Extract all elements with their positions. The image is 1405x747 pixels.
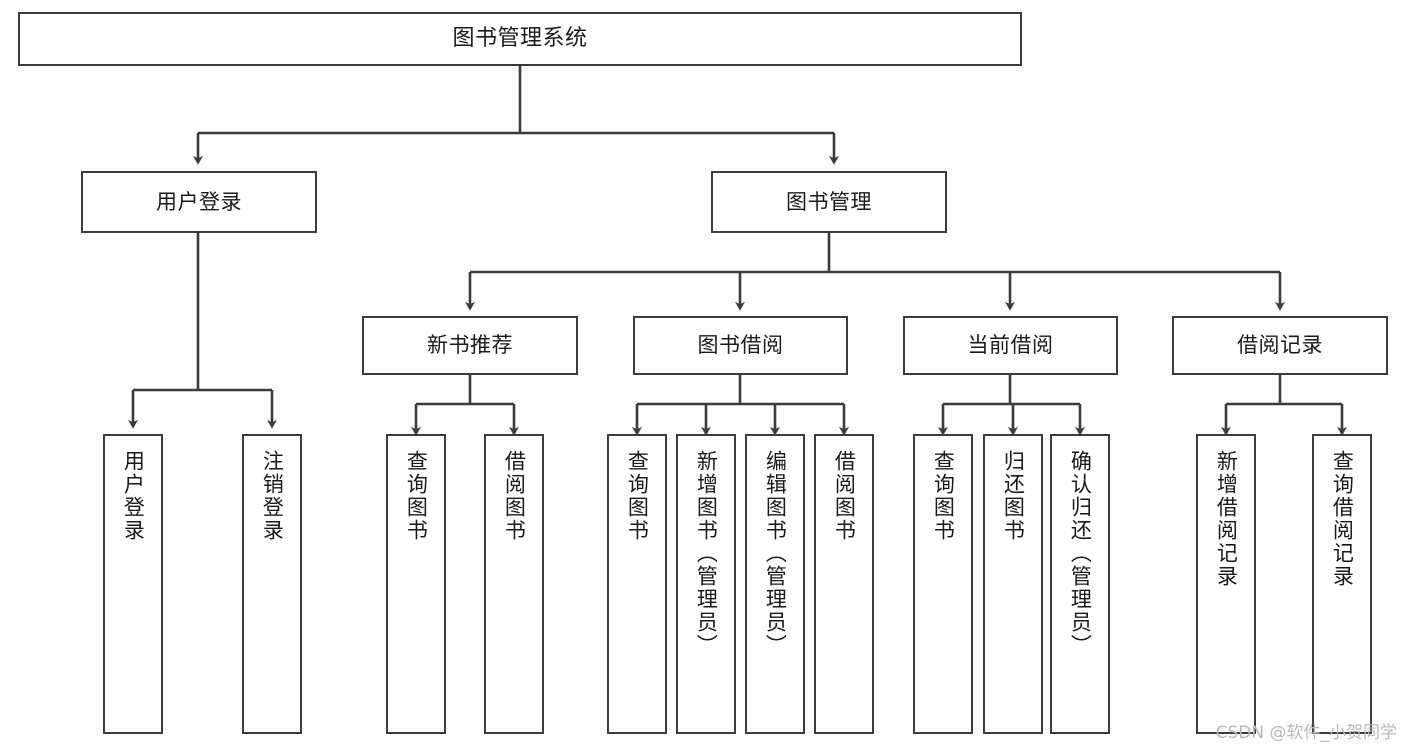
node-label: 用户登录 bbox=[121, 450, 146, 542]
node-label: 确认归还（管理员） bbox=[1068, 450, 1093, 657]
node-label: 查询图书 bbox=[931, 450, 956, 542]
leaf-logout[interactable]: 注销登录 bbox=[242, 434, 302, 734]
node-label: 新书推荐 bbox=[427, 333, 513, 358]
node-label: 注销登录 bbox=[260, 450, 285, 542]
node-user-login[interactable]: 用户登录 bbox=[81, 171, 317, 233]
leaf-record-query-borrow-record[interactable]: 查询借阅记录 bbox=[1312, 434, 1372, 734]
node-label: 用户登录 bbox=[156, 189, 242, 214]
node-current-borrow[interactable]: 当前借阅 bbox=[903, 316, 1118, 375]
node-book-management[interactable]: 图书管理 bbox=[711, 171, 947, 233]
node-label: 查询图书 bbox=[625, 450, 650, 542]
leaf-borrow-edit-book-admin[interactable]: 编辑图书（管理员） bbox=[745, 434, 805, 734]
node-label: 查询借阅记录 bbox=[1330, 450, 1355, 588]
watermark: CSDN @软件_小贺同学 bbox=[1215, 723, 1397, 743]
leaf-recommend-borrow-book[interactable]: 借阅图书 bbox=[484, 434, 544, 734]
leaf-recommend-query-book[interactable]: 查询图书 bbox=[386, 434, 446, 734]
node-root-book-management-system[interactable]: 图书管理系统 bbox=[18, 12, 1022, 66]
leaf-current-return-book[interactable]: 归还图书 bbox=[983, 434, 1043, 734]
leaf-borrow-borrow-book[interactable]: 借阅图书 bbox=[814, 434, 874, 734]
node-label: 新增图书（管理员） bbox=[694, 450, 719, 657]
node-label: 图书管理系统 bbox=[452, 26, 588, 52]
leaf-borrow-add-book-admin[interactable]: 新增图书（管理员） bbox=[676, 434, 736, 734]
node-borrow-record[interactable]: 借阅记录 bbox=[1172, 316, 1388, 375]
leaf-current-query-book[interactable]: 查询图书 bbox=[913, 434, 973, 734]
leaf-current-confirm-return-admin[interactable]: 确认归还（管理员） bbox=[1050, 434, 1110, 734]
node-label: 编辑图书（管理员） bbox=[763, 450, 788, 657]
leaf-user-login[interactable]: 用户登录 bbox=[103, 434, 163, 734]
leaf-borrow-query-book[interactable]: 查询图书 bbox=[607, 434, 667, 734]
node-label: 借阅记录 bbox=[1237, 333, 1323, 358]
node-label: 借阅图书 bbox=[502, 450, 527, 542]
node-book-borrow[interactable]: 图书借阅 bbox=[633, 316, 848, 375]
node-label: 新增借阅记录 bbox=[1214, 450, 1239, 588]
node-new-book-recommend[interactable]: 新书推荐 bbox=[362, 316, 578, 375]
node-label: 图书管理 bbox=[786, 189, 872, 214]
node-label: 当前借阅 bbox=[967, 333, 1054, 358]
node-label: 图书借阅 bbox=[697, 333, 784, 358]
node-label: 借阅图书 bbox=[832, 450, 857, 542]
leaf-record-add-borrow-record[interactable]: 新增借阅记录 bbox=[1196, 434, 1256, 734]
node-label: 查询图书 bbox=[404, 450, 429, 542]
node-label: 归还图书 bbox=[1001, 450, 1026, 542]
